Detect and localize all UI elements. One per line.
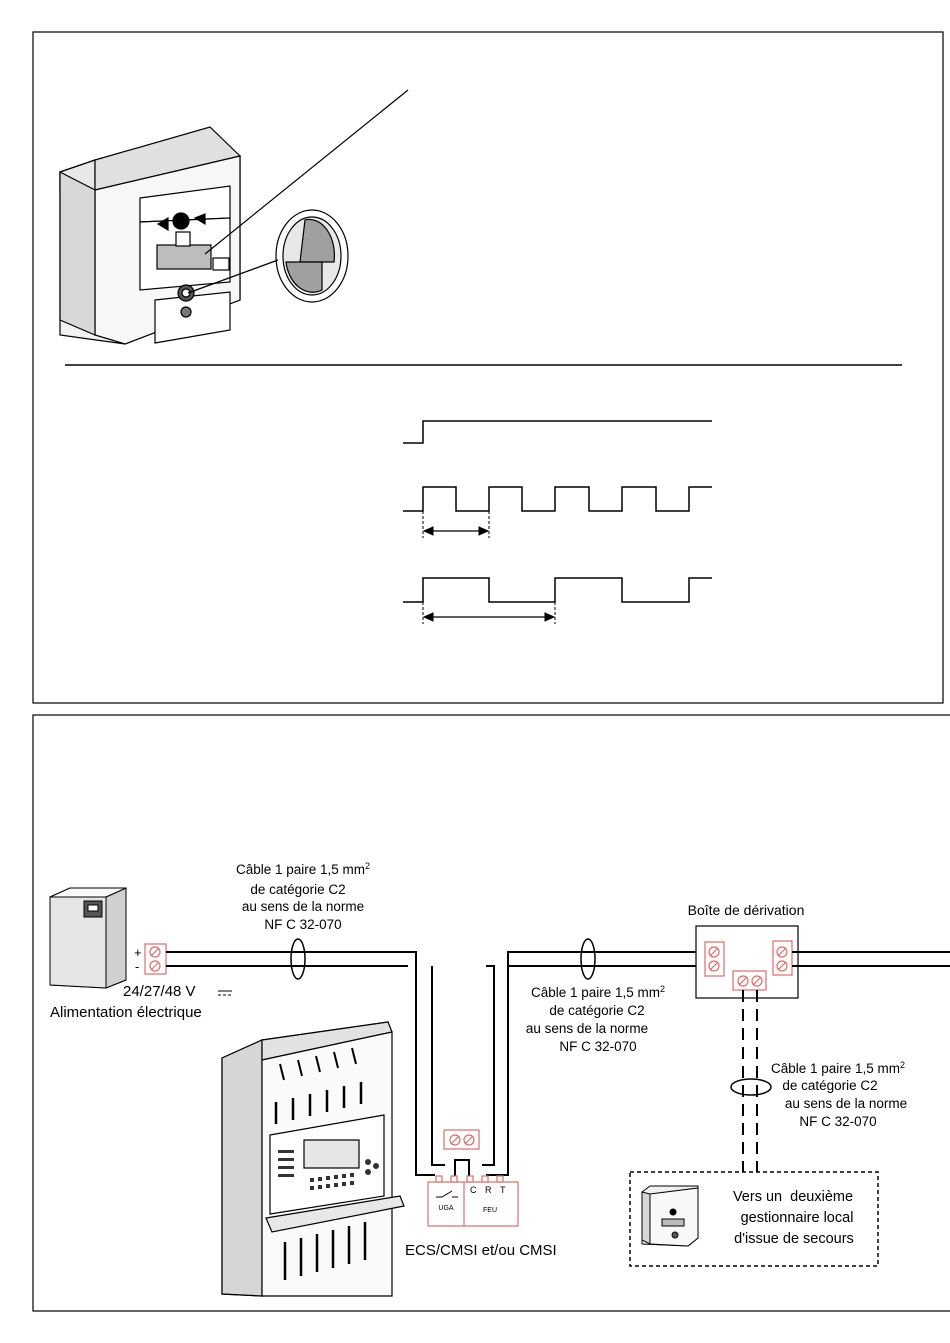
- uga-bridge-wire: [454, 1159, 470, 1178]
- cable-label-1-line3: au sens de la norme: [242, 899, 364, 914]
- cable-ring-2: [580, 938, 596, 980]
- ecs-top-terminal: [443, 1129, 480, 1150]
- signal-slow-pulse: [403, 577, 712, 603]
- feu-label: FEU: [483, 1207, 497, 1214]
- dashed-cable: [742, 990, 758, 1172]
- junction-terminal-right: [772, 940, 793, 976]
- uga-switch-symbol-icon: [436, 1190, 458, 1198]
- terminal-t-label: T: [500, 1185, 506, 1195]
- leader-line-window: [204, 89, 409, 255]
- ecs-module: [427, 1175, 519, 1227]
- cable-label-2: Câble 1 paire 1,5 mm2: [531, 984, 665, 1000]
- junction-terminal-left: [704, 941, 725, 977]
- dc-symbol-icon: [218, 990, 232, 996]
- ecs-cmsi-panel-icon: [221, 1021, 405, 1297]
- cable-label-2-line3: au sens de la norme: [526, 1021, 648, 1036]
- ecs-label: ECS/CMSI et/ou CMSI: [405, 1242, 557, 1259]
- signal-fast-pulse: [403, 486, 712, 512]
- voltage-label: 24/27/48 V: [123, 983, 196, 1000]
- cable-label-3-line3: au sens de la norme: [785, 1096, 907, 1111]
- second-device-line2: gestionnaire local: [741, 1210, 854, 1226]
- bottom-panel-frame: [32, 714, 950, 1312]
- cable-label-2-line2: de catégorie C2: [549, 1003, 644, 1018]
- terminal-plus: +: [134, 945, 142, 960]
- second-device-line3: d'issue de secours: [734, 1231, 854, 1247]
- terminal-c-label: C: [470, 1185, 477, 1195]
- leader-line-key: [187, 259, 279, 294]
- cable-label-1-line4: NF C 32-070: [264, 917, 341, 932]
- power-supply-label: Alimentation électrique: [50, 1004, 202, 1021]
- cable-label-1-line2: de catégorie C2: [250, 882, 345, 897]
- uga-label: UGA: [438, 1205, 454, 1212]
- junction-box-label: Boîte de dérivation: [688, 902, 805, 918]
- cable-label-3: Câble 1 paire 1,5 mm2: [771, 1060, 905, 1076]
- bus-wires: [482, 951, 700, 1176]
- fast-pulse-period-arrow: [422, 526, 490, 536]
- cable-label-3-line2: de catégorie C2: [782, 1078, 877, 1093]
- power-terminal-block: [144, 943, 167, 975]
- outgoing-wires: [792, 951, 950, 967]
- junction-terminal-bottom: [732, 970, 767, 991]
- key-lock-detail-icon: [275, 209, 349, 303]
- terminal-minus: -: [135, 959, 139, 974]
- top-panel-frame: [32, 31, 944, 704]
- second-device-line1: Vers un deuxième: [733, 1189, 853, 1205]
- terminal-r-label: R: [485, 1185, 492, 1195]
- signal-continuous: [403, 420, 712, 444]
- cable-label-1: Câble 1 paire 1,5 mm2: [236, 861, 370, 877]
- second-call-point-icon: [641, 1185, 699, 1247]
- slow-pulse-period-arrow: [422, 612, 556, 622]
- cable-ring-3: [730, 1078, 772, 1096]
- manual-call-point-icon: [59, 126, 242, 345]
- power-supply-icon: [49, 887, 127, 989]
- cable-label-3-line4: NF C 32-070: [799, 1114, 876, 1129]
- second-device-box: [629, 1171, 879, 1267]
- cable-ring-1: [290, 938, 306, 980]
- cable-label-2-line4: NF C 32-070: [559, 1039, 636, 1054]
